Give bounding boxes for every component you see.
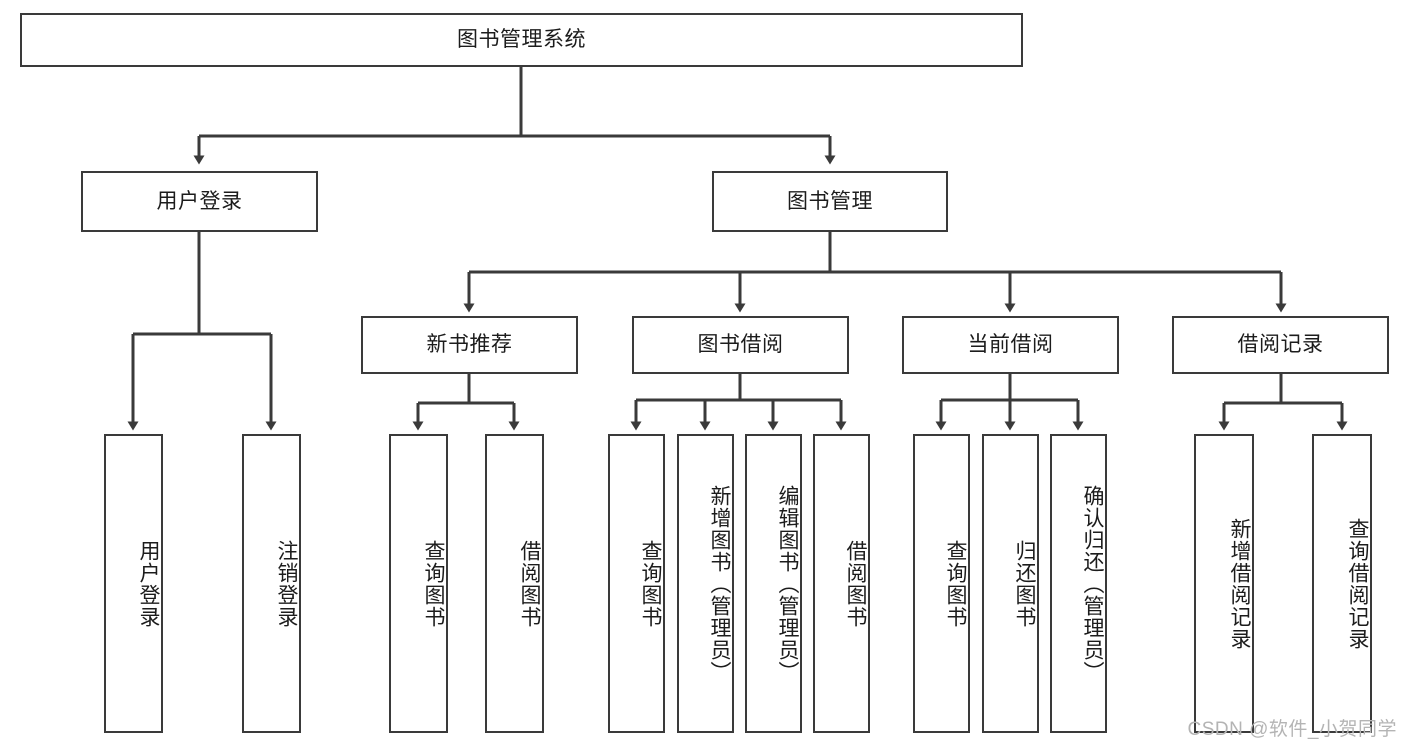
leaf-query-record[interactable]: 查询借阅记录 [1312,434,1372,733]
leaf-add-book-label: 新增图书（管理员） [708,484,731,683]
leaf-borrow-book-1[interactable]: 借阅图书 [485,434,544,733]
leaf-edit-book-label: 编辑图书（管理员） [776,484,799,683]
leaf-query-record-label: 查询借阅记录 [1346,517,1369,650]
leaf-edit-book[interactable]: 编辑图书（管理员） [745,434,802,733]
node-current-borrow-label: 当前借阅 [967,333,1054,357]
node-borrow-record[interactable]: 借阅记录 [1172,316,1389,374]
node-book-borrow-label: 图书借阅 [697,333,784,357]
leaf-user-logout-label: 注销登录 [275,539,298,628]
watermark: CSDN @软件_小贺同学 [1187,719,1397,740]
node-new-book-recommend[interactable]: 新书推荐 [361,316,578,374]
leaf-query-book-2[interactable]: 查询图书 [608,434,665,733]
leaf-return-book-label: 归还图书 [1013,539,1036,628]
leaf-query-book-3[interactable]: 查询图书 [913,434,970,733]
leaf-user-login[interactable]: 用户登录 [104,434,163,733]
node-root-label: 图书管理系统 [457,28,586,52]
node-new-book-recommend-label: 新书推荐 [426,333,513,357]
leaf-user-logout[interactable]: 注销登录 [242,434,301,733]
leaf-return-book[interactable]: 归还图书 [982,434,1039,733]
leaf-add-record[interactable]: 新增借阅记录 [1194,434,1254,733]
leaf-query-book-1[interactable]: 查询图书 [389,434,448,733]
leaf-query-book-3-label: 查询图书 [944,539,967,628]
leaf-borrow-book-2[interactable]: 借阅图书 [813,434,870,733]
node-book-manage-label: 图书管理 [787,189,873,213]
leaf-user-login-label: 用户登录 [137,539,160,628]
leaf-query-book-1-label: 查询图书 [422,539,445,628]
node-root[interactable]: 图书管理系统 [20,13,1023,67]
node-book-borrow[interactable]: 图书借阅 [632,316,849,374]
node-borrow-record-label: 借阅记录 [1237,333,1324,357]
node-book-manage[interactable]: 图书管理 [712,171,948,232]
leaf-confirm-return[interactable]: 确认归还（管理员） [1050,434,1107,733]
leaf-confirm-return-label: 确认归还（管理员） [1081,484,1104,683]
leaf-borrow-book-1-label: 借阅图书 [518,539,541,628]
leaf-query-book-2-label: 查询图书 [639,539,662,628]
leaf-borrow-book-2-label: 借阅图书 [844,539,867,628]
node-current-borrow[interactable]: 当前借阅 [902,316,1119,374]
node-user-login-label: 用户登录 [156,189,243,213]
leaf-add-book[interactable]: 新增图书（管理员） [677,434,734,733]
node-user-login[interactable]: 用户登录 [81,171,318,232]
leaf-add-record-label: 新增借阅记录 [1228,517,1251,650]
